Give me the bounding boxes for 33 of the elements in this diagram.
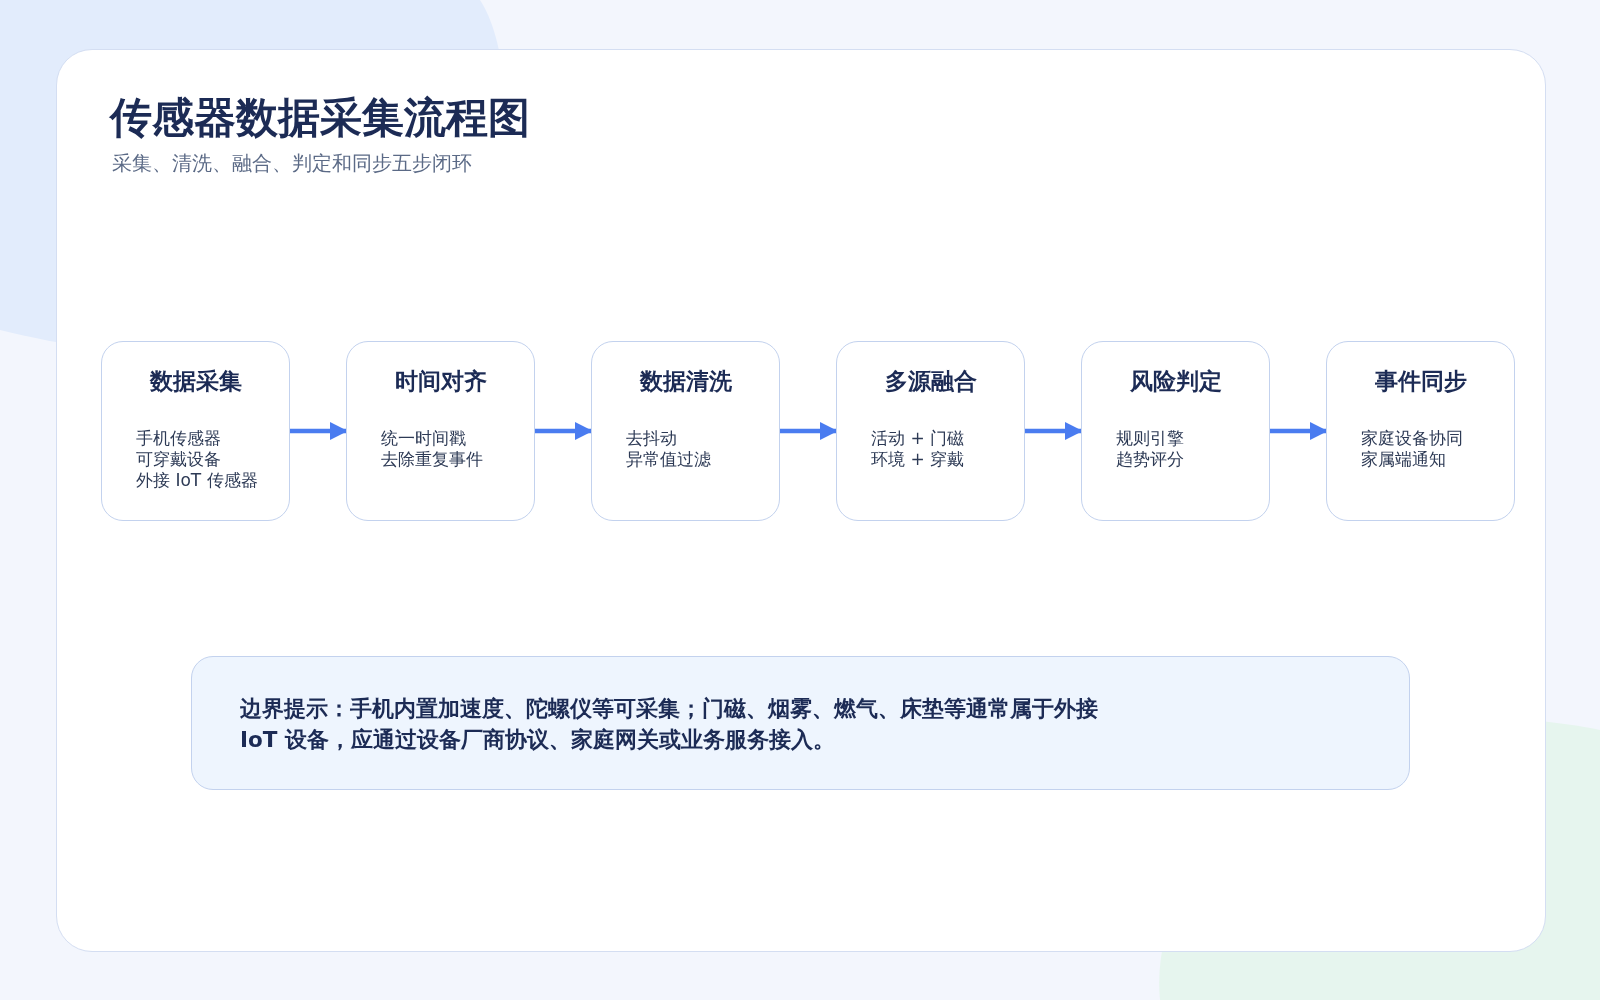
process-box [1326,341,1515,521]
step-item: 活动 + 门磁 [871,428,965,449]
arrow [1025,422,1083,440]
step-item: 规则引擎 [1116,428,1184,449]
step-item: 手机传感器 [136,428,221,449]
note-box: 边界提示：手机内置加速度、陀螺仪等可采集；门磁、烟雾、燃气、床垫等通常属于外接 IoT 设备，应通过设备厂商协议、家庭网关或业务服务接入。 [191,656,1410,790]
step-item: 异常值过滤 [626,449,711,470]
step-heading: 时间对齐 [393,367,488,396]
process-box [101,341,290,521]
arrow [535,422,593,440]
title: 传感器数据采集流程图 [110,92,530,144]
step-item: 趋势评分 [1116,449,1184,470]
step-item: 家属端通知 [1361,449,1446,470]
step-heading: 数据采集 [148,367,243,396]
process-box [836,341,1025,521]
arrow [1270,422,1328,440]
step-item: 可穿戴设备 [136,449,221,470]
step-item: 外接 IoT 传感器 [136,470,258,491]
arrow [290,422,348,440]
process-box [346,341,535,521]
step-item: 去抖动 [626,428,677,449]
subtitle: 采集、清洗、融合、判定和同步五步闭环 [112,150,472,177]
step-heading: 风险判定 [1128,367,1223,396]
step-heading: 事件同步 [1373,367,1468,396]
arrow [780,422,838,440]
process-box [591,341,780,521]
process-box [1081,341,1270,521]
step-item: 统一时间戳 [381,428,466,449]
step-item: 去除重复事件 [381,449,483,470]
step-heading: 多源融合 [883,367,978,396]
step-item: 环境 + 穿戴 [871,449,965,470]
step-item: 家庭设备协同 [1361,428,1463,449]
step-heading: 数据清洗 [638,367,733,396]
